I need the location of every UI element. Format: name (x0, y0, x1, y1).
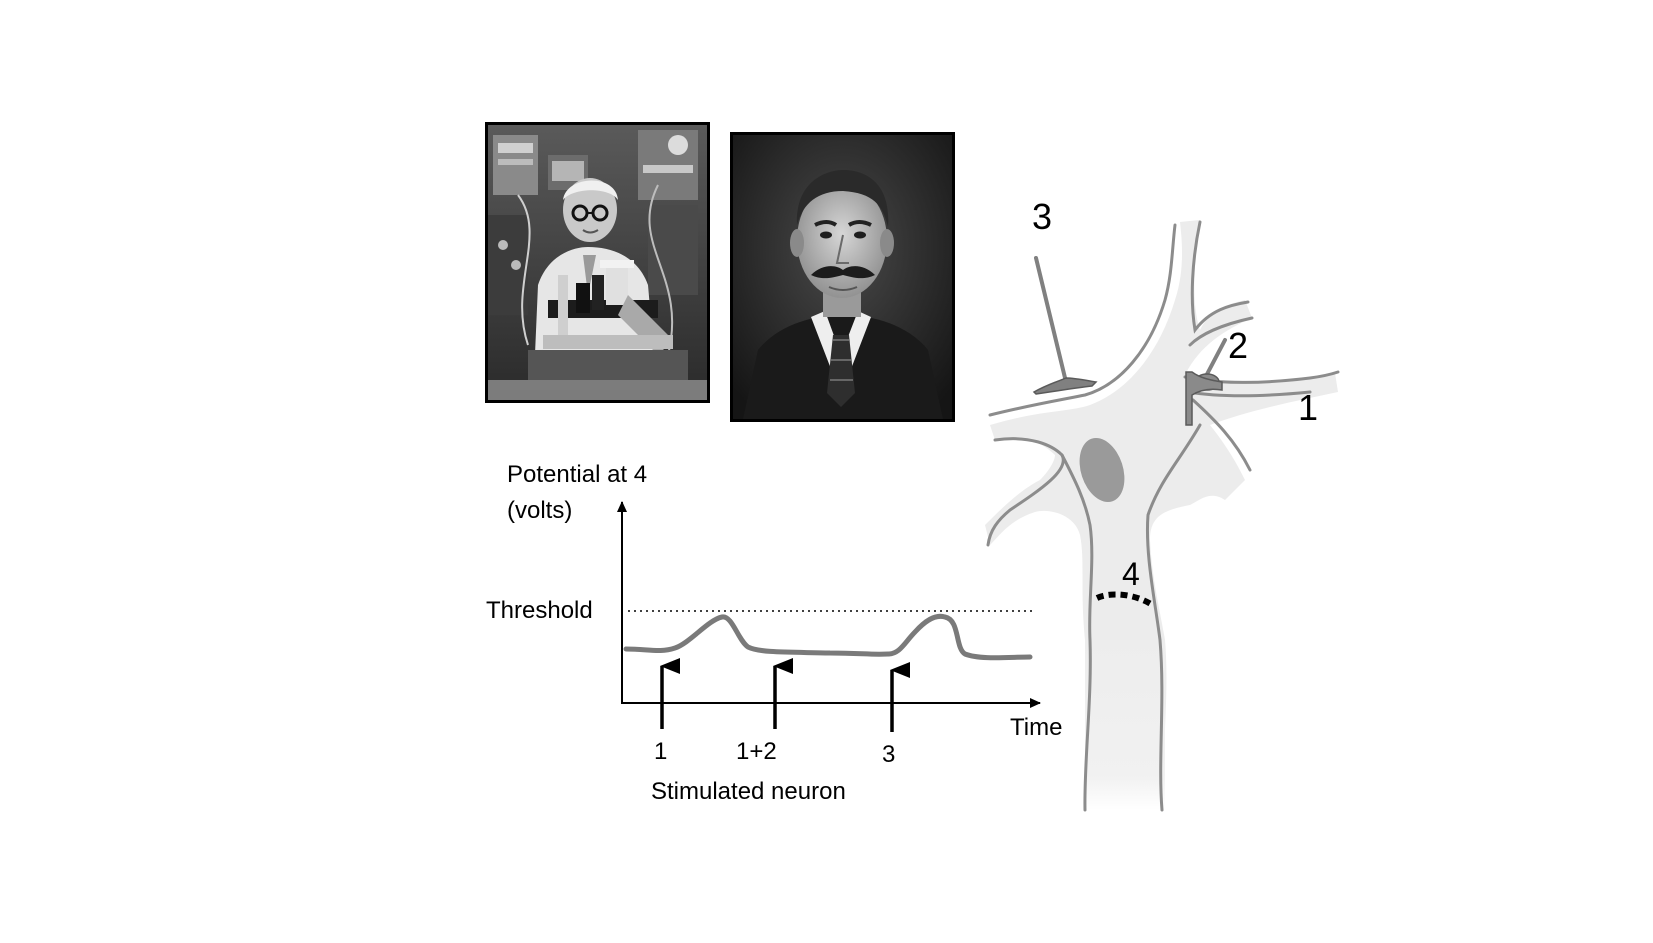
label-3: 3 (1032, 196, 1052, 237)
photo-portrait-man-image (733, 135, 952, 419)
label-1: 1 (1298, 387, 1318, 428)
y-axis-label-line1: Potential at 4 (507, 461, 647, 488)
y-axis-label-line2: (volts) (507, 497, 572, 524)
synapse-3-terminal (1032, 256, 1098, 395)
neuron-outline (986, 220, 1340, 812)
synapse-1-terminal (1185, 371, 1223, 426)
photo-scientist-lab (485, 122, 710, 403)
graph-caption: Stimulated neuron (651, 778, 846, 805)
axon-fade (1085, 640, 1165, 810)
site-4-marker (1095, 591, 1156, 609)
stimulus-label-1-plus-2: 1+2 (736, 738, 777, 765)
threshold-label: Threshold (486, 597, 593, 624)
potential-trace (623, 613, 1033, 661)
stimulus-label-1: 1 (654, 738, 667, 765)
x-axis-label: Time (1010, 714, 1062, 741)
label-2: 2 (1228, 325, 1248, 366)
photo-portrait-man (730, 132, 955, 422)
stimulus-label-3: 3 (882, 741, 895, 768)
photo-scientist-lab-image (488, 125, 707, 400)
neuron-nucleus (1079, 437, 1125, 503)
label-4: 4 (1122, 556, 1140, 592)
